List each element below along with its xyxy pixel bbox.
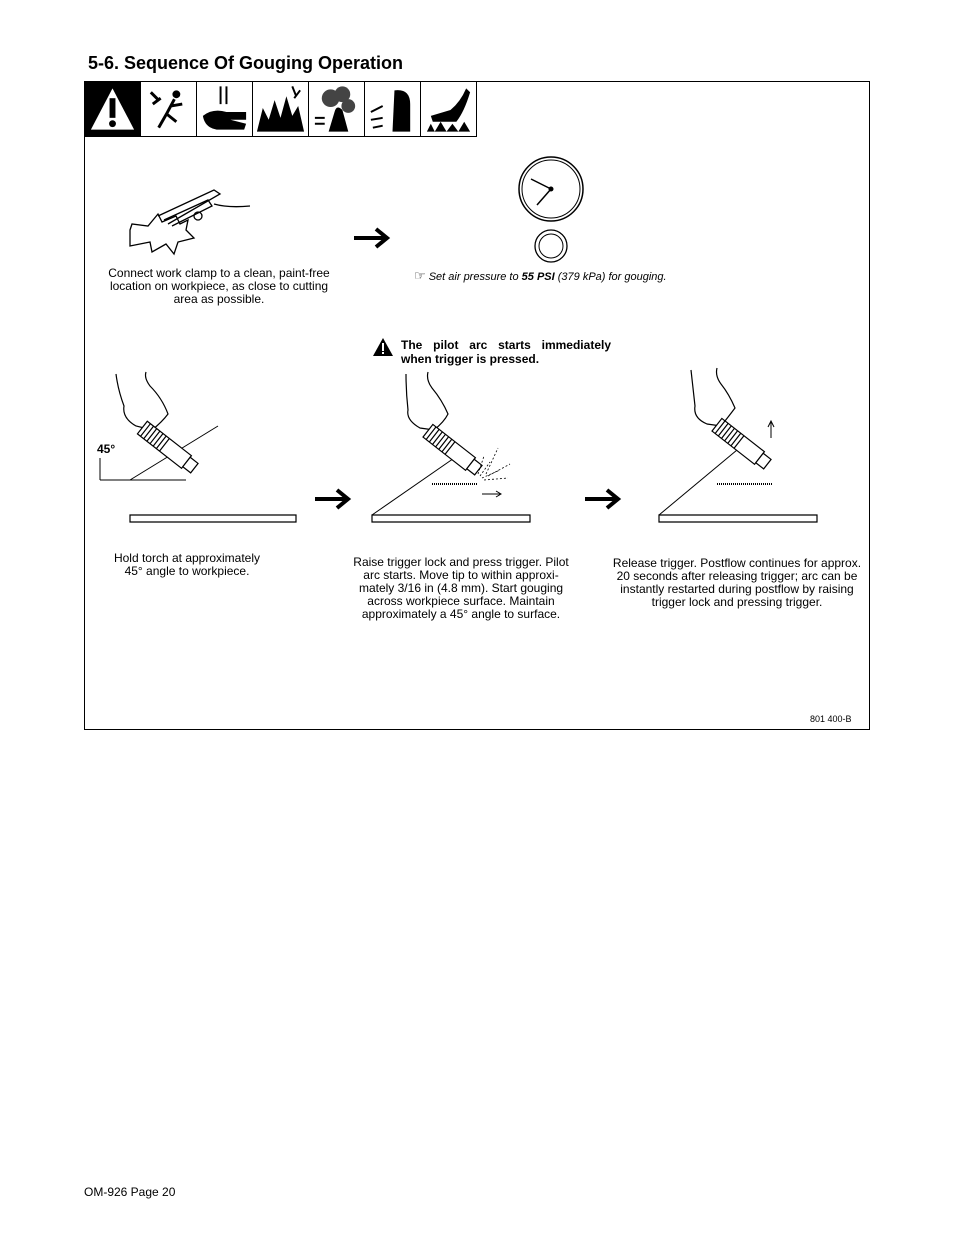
torch-gouging-illustration: [371, 371, 531, 523]
step-2-caption: Hold torch at approximately 45° angle to…: [104, 552, 270, 578]
pilot-arc-warning: The pilot arc starts immediately when tr…: [401, 338, 611, 366]
air-pressure-value: 55 PSI: [521, 271, 555, 283]
step-2-line-1: Hold torch at approximately: [113, 551, 261, 565]
air-pressure-note: ☞ Set air pressure to 55 PSI (379 kPa) f…: [414, 268, 667, 284]
hot-parts-icon: [196, 81, 253, 137]
pressure-gauge-illustration: [518, 156, 584, 263]
work-clamp-illustration: [129, 189, 251, 256]
instruction-frame: [84, 81, 870, 730]
fumes-icon: [308, 81, 365, 137]
fire-sparks-icon: [252, 81, 309, 137]
arrow-icon: [315, 488, 352, 510]
warning-icon: [84, 81, 141, 137]
page-title: 5-6. Sequence Of Gouging Operation: [88, 53, 404, 73]
angle-label: 45°: [97, 442, 116, 456]
step-4-caption: Release trigger. Postflow continues for …: [612, 556, 862, 609]
safety-icon-strip: [84, 81, 477, 137]
torch-angle-illustration: [99, 371, 297, 523]
hot-metal-icon: [420, 81, 477, 137]
air-note-post: (379 kPa) for gouging.: [554, 271, 667, 283]
step-3-caption: Raise trigger lock and press trigger. Pi…: [353, 555, 569, 621]
warning-triangle-icon: [373, 338, 393, 356]
pointing-hand-icon: ☞: [414, 268, 426, 283]
torch-release-illustration: [658, 367, 818, 523]
step-1-caption: Connect work clamp to a clean, paint-fre…: [108, 266, 330, 306]
arrow-icon: [354, 227, 391, 249]
arrow-icon: [585, 488, 622, 510]
page-footer: OM-926 Page 20: [84, 1185, 176, 1199]
arc-rays-icon: [364, 81, 421, 137]
air-note-pre: Set air pressure to: [428, 271, 522, 283]
figure-reference-code: 801 400-B: [810, 714, 852, 724]
electric-shock-icon: [140, 81, 197, 137]
step-2-line-2: 45° angle to workpiece.: [124, 564, 250, 578]
